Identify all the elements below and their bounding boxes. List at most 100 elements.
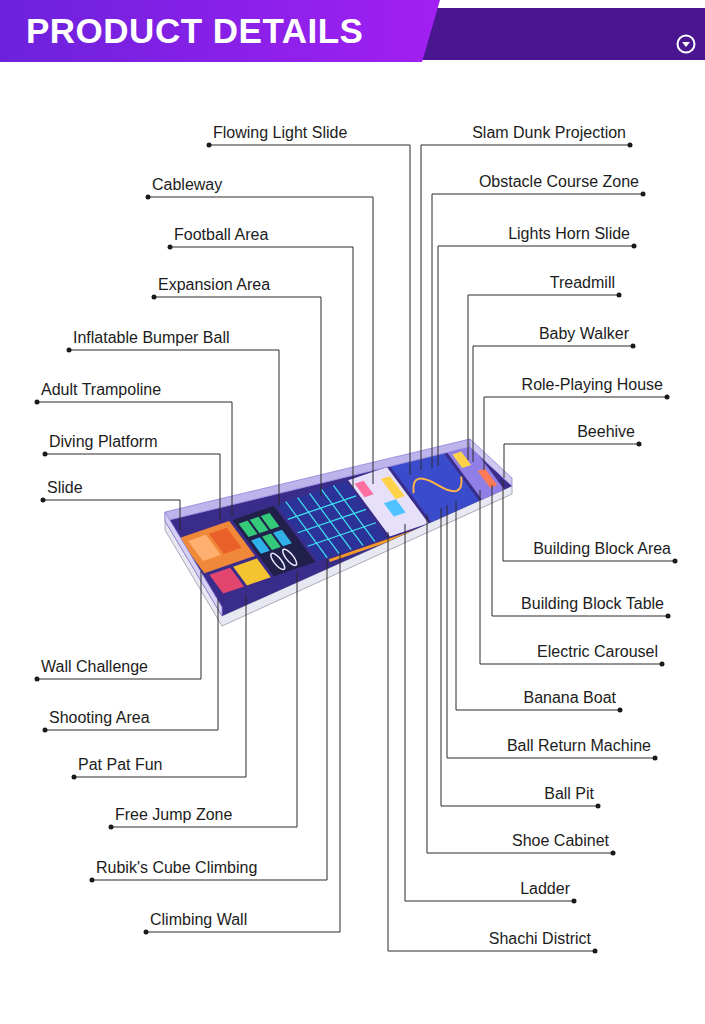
- part-label: Adult Trampoline: [41, 381, 161, 399]
- obstacle: [355, 481, 374, 497]
- leader-dot: [67, 348, 72, 353]
- leader-dot: [72, 775, 77, 780]
- leader-line: [45, 454, 220, 520]
- zone: [277, 481, 387, 561]
- part-label: Wall Challenge: [41, 658, 148, 676]
- leader-dot: [593, 949, 598, 954]
- zone: [209, 528, 242, 554]
- leader-line: [209, 145, 410, 475]
- title-band: [0, 0, 440, 62]
- obstacle: [384, 499, 406, 516]
- leader-dot: [665, 395, 670, 400]
- leader-line: [504, 444, 639, 478]
- leader-dot: [628, 143, 633, 148]
- part-label: Beehive: [577, 423, 635, 441]
- play-zones: [179, 439, 511, 597]
- leader-dot: [611, 851, 616, 856]
- leader-dot: [144, 930, 149, 935]
- part-label: Shooting Area: [49, 709, 150, 727]
- part-label: Banana Boat: [523, 689, 616, 707]
- header-bar: [400, 8, 705, 60]
- part-label: Building Block Area: [533, 540, 671, 558]
- part-label: Shoe Cabinet: [512, 832, 609, 850]
- part-label: Cableway: [152, 176, 222, 194]
- leader-dot: [617, 293, 622, 298]
- part-label: Ball Pit: [544, 785, 594, 803]
- trampoline: [261, 513, 280, 529]
- part-label: Obstacle Course Zone: [479, 173, 639, 191]
- dropdown-arrow: [682, 42, 690, 47]
- leader-dot: [168, 245, 173, 250]
- leader-line: [74, 595, 246, 777]
- end-wall: [470, 439, 512, 486]
- part-label: Building Block Table: [521, 595, 664, 613]
- leader-line: [484, 397, 667, 470]
- leader-dot: [43, 452, 48, 457]
- leader-line: [37, 571, 201, 679]
- leader-line: [473, 346, 633, 462]
- leader-lines: [37, 145, 675, 951]
- back-wall: [165, 439, 470, 521]
- part-label: Football Area: [174, 226, 268, 244]
- leader-line: [503, 480, 675, 561]
- leader-dots: [35, 143, 678, 954]
- leader-dot: [35, 400, 40, 405]
- part-label: Treadmill: [550, 274, 615, 292]
- leader-line: [43, 500, 180, 530]
- leader-dot: [109, 825, 114, 830]
- part-label: Flowing Light Slide: [213, 124, 347, 142]
- leader-dot: [152, 295, 157, 300]
- part-label: Pat Pat Fun: [78, 756, 163, 774]
- page-title: PRODUCT DETAILS: [26, 9, 363, 53]
- leader-line: [427, 514, 613, 853]
- part-label: Electric Carousel: [537, 643, 658, 661]
- leader-line: [480, 490, 662, 664]
- part-label: Slam Dunk Projection: [472, 124, 626, 142]
- part-label: Ladder: [520, 880, 570, 898]
- leader-line: [438, 246, 634, 466]
- leader-dot: [637, 442, 642, 447]
- leader-dot: [618, 708, 623, 713]
- leader-dot: [673, 559, 678, 564]
- leader-dot: [632, 244, 637, 249]
- part-label: Diving Platform: [49, 433, 157, 451]
- leader-dot: [641, 192, 646, 197]
- track: [406, 467, 468, 503]
- part-label: Inflatable Bumper Ball: [73, 329, 230, 347]
- part-label: Shachi District: [489, 930, 591, 948]
- track: [329, 528, 424, 561]
- part-label: Rubik's Cube Climbing: [96, 859, 257, 877]
- neon-grid: [277, 481, 387, 561]
- leader-dot: [90, 878, 95, 883]
- leader-dot: [572, 899, 577, 904]
- dropdown-icon: [678, 36, 695, 53]
- leader-line: [432, 194, 643, 468]
- leader-line: [154, 297, 321, 496]
- part-label: Slide: [47, 479, 83, 497]
- ring: [280, 548, 299, 567]
- part-label: Expansion Area: [158, 276, 270, 294]
- leader-line: [37, 402, 232, 516]
- leader-dot: [660, 662, 665, 667]
- leader-line: [69, 350, 279, 506]
- side-wall: [165, 512, 222, 616]
- part-label: Lights Horn Slide: [508, 225, 630, 243]
- leader-dot: [43, 728, 48, 733]
- block: [478, 469, 498, 488]
- leader-dot: [41, 498, 46, 503]
- leader-dot: [666, 614, 671, 619]
- leader-dot: [596, 804, 601, 809]
- leader-dot: [653, 756, 658, 761]
- leader-line: [111, 572, 297, 827]
- part-label: Ball Return Machine: [507, 737, 651, 755]
- leader-dot: [631, 344, 636, 349]
- leader-dot: [35, 677, 40, 682]
- leader-dot: [146, 195, 151, 200]
- trampoline: [273, 530, 292, 546]
- part-label: Baby Walker: [539, 325, 629, 343]
- leader-dot: [207, 143, 212, 148]
- part-label: Free Jump Zone: [115, 806, 232, 824]
- part-label: Climbing Wall: [150, 911, 247, 929]
- part-label: Role-Playing House: [522, 376, 663, 394]
